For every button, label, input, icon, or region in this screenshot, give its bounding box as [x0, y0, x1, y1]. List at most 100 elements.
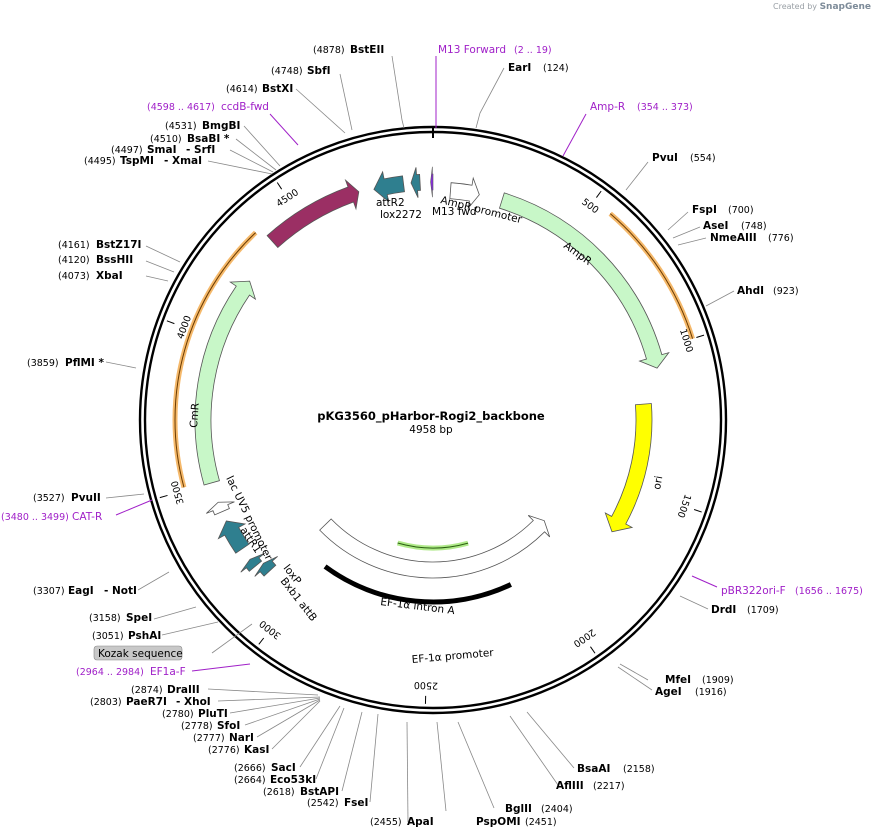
site-pos: (3158): [89, 613, 121, 624]
site-pos: (700): [728, 205, 754, 216]
primer-leader: [691, 575, 718, 588]
site-pos: (923): [773, 286, 799, 297]
tick-label: 1500: [675, 493, 693, 519]
site-pos: (3051): [92, 631, 124, 642]
site-name: PluTI: [198, 708, 228, 720]
plasmid-length: 4958 bp: [409, 424, 453, 436]
site-name: SacI: [271, 762, 296, 774]
site-pos: (2776): [208, 745, 240, 756]
site-name: FseI: [344, 797, 368, 809]
leader-lines: [105, 55, 735, 823]
site-pos: (2618): [263, 787, 295, 798]
site-name: PvuI: [652, 152, 678, 164]
site-pos: (2780): [162, 709, 194, 720]
site-pos: (4495): [84, 156, 116, 167]
site-name: BstXI: [262, 83, 293, 95]
tick-mark: [159, 494, 168, 499]
site-pos: (4161): [58, 240, 90, 251]
site-pos: (2542): [307, 798, 339, 809]
site-name: SbfI: [307, 65, 331, 77]
features-layer: [172, 166, 695, 605]
m13-fwd-mark: [430, 166, 434, 198]
attr2-arrow: [373, 170, 405, 203]
ampr-arrow: [498, 192, 670, 369]
ef-intron-line: [323, 564, 512, 605]
plasmid-name: pKG3560_pHarbor-Rogi2_backbone: [317, 409, 545, 424]
site-name: AseI: [703, 220, 728, 232]
site-pos: (4878): [313, 45, 345, 56]
site-pos: (2664): [234, 775, 266, 786]
site-pos: (2874): [131, 685, 163, 696]
ef-highlight-core: [397, 542, 469, 549]
site-name: EagI: [68, 585, 94, 597]
ampr-highlight-core: [609, 213, 694, 339]
watermark-brand: SnapGene: [819, 2, 871, 12]
primer-pos: (354 .. 373): [637, 102, 693, 113]
tick-label: 2000: [571, 626, 597, 649]
tick-label: 4500: [275, 187, 301, 209]
primer-labels: M13 Forward (2 .. 19) Amp-R (354 .. 373)…: [1, 44, 863, 678]
tick-mark: [166, 320, 175, 325]
primer-name: pBR322ori-F: [721, 585, 786, 597]
feature-label-ef-promoter: EF-1α promoter: [411, 647, 495, 666]
site-name: BsaBI *: [187, 133, 230, 145]
tick-mark: [258, 637, 265, 645]
site-name: AgeI: [655, 686, 682, 698]
site-name: NarI: [229, 732, 254, 744]
site-pos: (2803): [90, 697, 122, 708]
feature-label-attr2: attR2: [376, 197, 405, 209]
site-name: TspMI: [120, 155, 154, 167]
attr1-arrow: [217, 520, 250, 554]
primer-name: Amp-R: [590, 101, 625, 113]
site-name: BsaAI: [577, 763, 610, 775]
site-pos: (2404): [541, 804, 573, 815]
ccdb-arrow: [266, 178, 360, 249]
site-name: PshAI: [128, 630, 161, 642]
site-pos: (3307): [33, 586, 65, 597]
primer-pos: (2964 .. 2984): [76, 667, 144, 678]
feature-label-ori: ori: [651, 475, 665, 491]
primer-name: ccdB-fwd: [221, 101, 269, 113]
tick-mark: [693, 508, 702, 513]
site-pos: (3859): [27, 358, 59, 369]
site-name: BglII: [505, 803, 532, 815]
site-pos: (2217): [593, 781, 625, 792]
site-pos: (4510): [150, 134, 182, 145]
site-pos: (2778): [181, 721, 213, 732]
site-name: FspI: [692, 204, 717, 216]
site-name: - XmaI: [164, 155, 202, 167]
site-pos: (124): [543, 63, 569, 74]
watermark-prefix: Created by: [773, 2, 818, 11]
primer-name: CAT-R: [72, 511, 102, 523]
tick-label: 3000: [258, 618, 284, 642]
primer-leader: [115, 499, 153, 516]
site-name: MfeI: [665, 674, 691, 686]
site-name: PvuII: [71, 492, 101, 504]
site-name: DraIII: [167, 684, 200, 696]
kozak-badge: Kozak sequence: [93, 645, 183, 661]
site-pos: (1709): [747, 605, 779, 616]
site-name: - NotI: [104, 585, 137, 597]
feature-label-lox2272: lox2272: [380, 209, 422, 221]
site-pos: (776): [768, 233, 794, 244]
primer-leader: [191, 663, 251, 672]
site-labels: (4878) BstEII EarI (124) (4748) SbfI (46…: [27, 44, 799, 827]
ori-arrow: [604, 403, 653, 533]
lacuv5-arrow: [206, 501, 235, 516]
kozak-label: Kozak sequence: [98, 648, 183, 660]
site-pos: (554): [690, 153, 716, 164]
ampr-promoter-arrow: [449, 176, 480, 210]
site-name: SmaI: [147, 144, 177, 156]
site-pos: (1909): [702, 675, 734, 686]
primer-leader: [269, 113, 299, 146]
feature-label-lacuv5: lac UV5 promoter: [223, 474, 274, 563]
site-name: DrdI: [711, 604, 736, 616]
site-name: XbaI: [96, 270, 123, 282]
site-pos: (3527): [33, 493, 65, 504]
site-name: EarI: [508, 62, 531, 74]
site-pos: (4531): [165, 121, 197, 132]
site-pos: (748): [741, 221, 767, 232]
primer-leader: [562, 113, 587, 157]
lox2272-arrow: [410, 167, 421, 198]
